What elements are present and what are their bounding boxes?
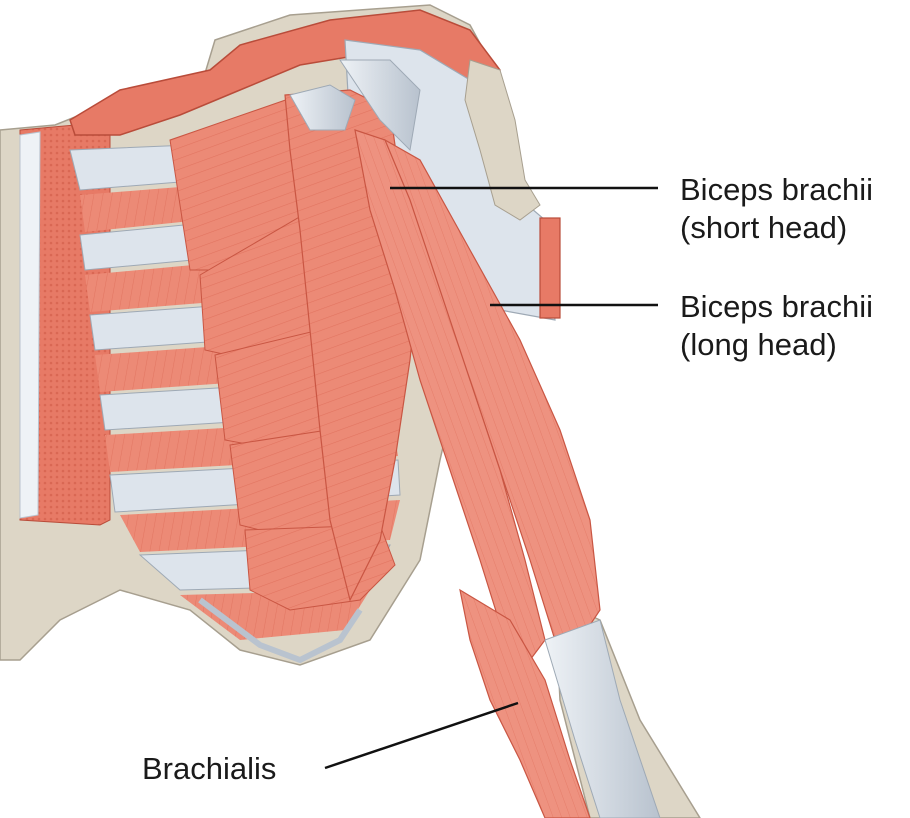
label-biceps-long-head-line2: (long head) xyxy=(680,327,837,362)
deltoid-cut xyxy=(464,59,541,221)
brachialis-muscle xyxy=(459,588,591,818)
label-biceps-long-head: Biceps brachii (long head) xyxy=(680,288,873,364)
label-biceps-short-head: Biceps brachii (short head) xyxy=(680,171,873,247)
tendon-origin-long-head xyxy=(339,59,421,152)
label-brachialis: Brachialis xyxy=(142,750,276,788)
tendon-origin-short-head xyxy=(289,84,356,131)
costal-cartilage-edge xyxy=(19,131,41,519)
label-biceps-short-head-line1: Biceps brachii xyxy=(680,172,873,207)
muscle-cut-end xyxy=(539,217,561,319)
biceps-short-head xyxy=(354,129,546,661)
leader-line-brachialis xyxy=(324,701,519,770)
label-biceps-short-head-line2: (short head) xyxy=(680,210,848,245)
distal-tendon xyxy=(544,619,661,818)
label-biceps-long-head-line1: Biceps brachii xyxy=(680,289,873,324)
label-brachialis-text: Brachialis xyxy=(142,751,277,786)
